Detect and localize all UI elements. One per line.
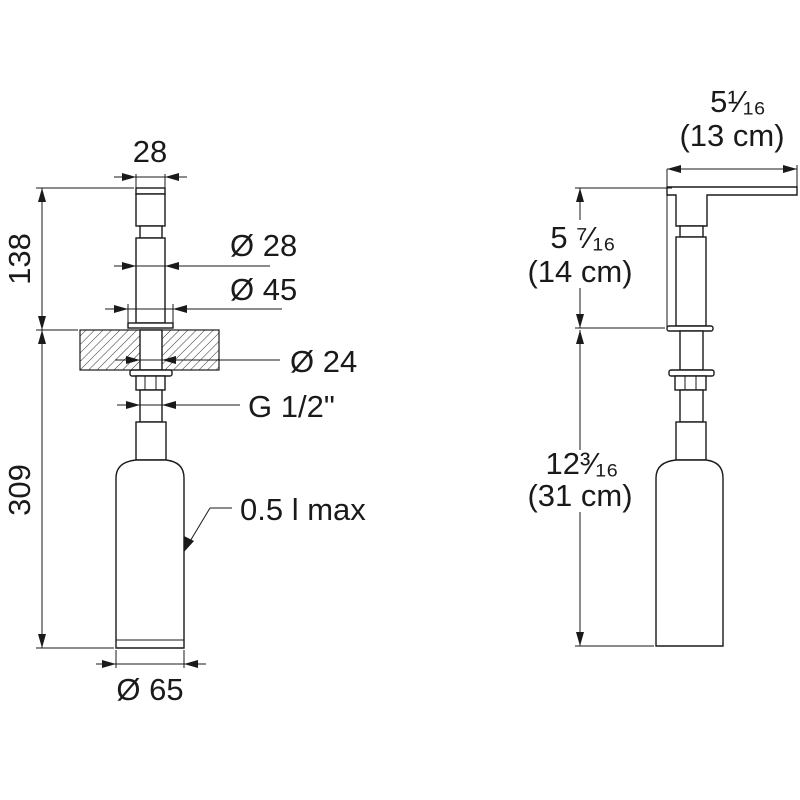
dispenser-front [79,187,220,649]
dimension-height-below-side: 12³⁄₁₆ (31 cm) [527,330,654,647]
dispenser-side [655,169,798,647]
dimension-hole-diameter: Ø 24 [115,344,357,379]
dimension-top-width: 28 [114,134,187,188]
label-top-width: 28 [133,134,167,169]
label-height-above-side-cm: (14 cm) [527,254,632,289]
label-spout-reach: 5¹⁄₁₆ [710,84,766,119]
label-stem-diameter: Ø 28 [230,228,297,263]
label-height-above: 138 [2,233,37,285]
label-bottle-diameter: Ø 65 [116,672,183,707]
label-height-below-side-cm: (31 cm) [527,478,632,513]
dimension-height-above-side: 5 ⁷⁄₁₆ (14 cm) [527,187,672,329]
dimension-height-below: 309 [2,330,114,649]
label-spout-reach-cm: (13 cm) [679,118,784,153]
dimension-thread: G 1/2" [117,389,335,424]
label-height-below: 309 [2,464,37,516]
label-thread: G 1/2" [248,389,335,424]
dimension-stem-diameter: Ø 28 [114,228,297,270]
dimension-flange-diameter: Ø 45 [105,272,297,323]
label-height-above-side: 5 ⁷⁄₁₆ [550,220,615,255]
front-view: 28 Ø 28 Ø 45 Ø 24 G 1/2" [2,134,366,707]
label-capacity: 0.5 l max [240,492,366,527]
side-view: 5¹⁄₁₆ (13 cm) 5 ⁷⁄₁₆ (14 cm) 12³⁄₁₆ (31 … [527,84,798,647]
dimension-spout-reach: 5¹⁄₁₆ (13 cm) [667,84,798,187]
dimension-bottle-diameter: Ø 65 [96,650,206,707]
label-hole-diameter: Ø 24 [290,344,357,379]
callout-capacity: 0.5 l max [184,492,366,552]
label-height-below-side: 12³⁄₁₆ [546,446,619,481]
dimension-height-above: 138 [2,187,134,331]
label-flange-diameter: Ø 45 [230,272,297,307]
